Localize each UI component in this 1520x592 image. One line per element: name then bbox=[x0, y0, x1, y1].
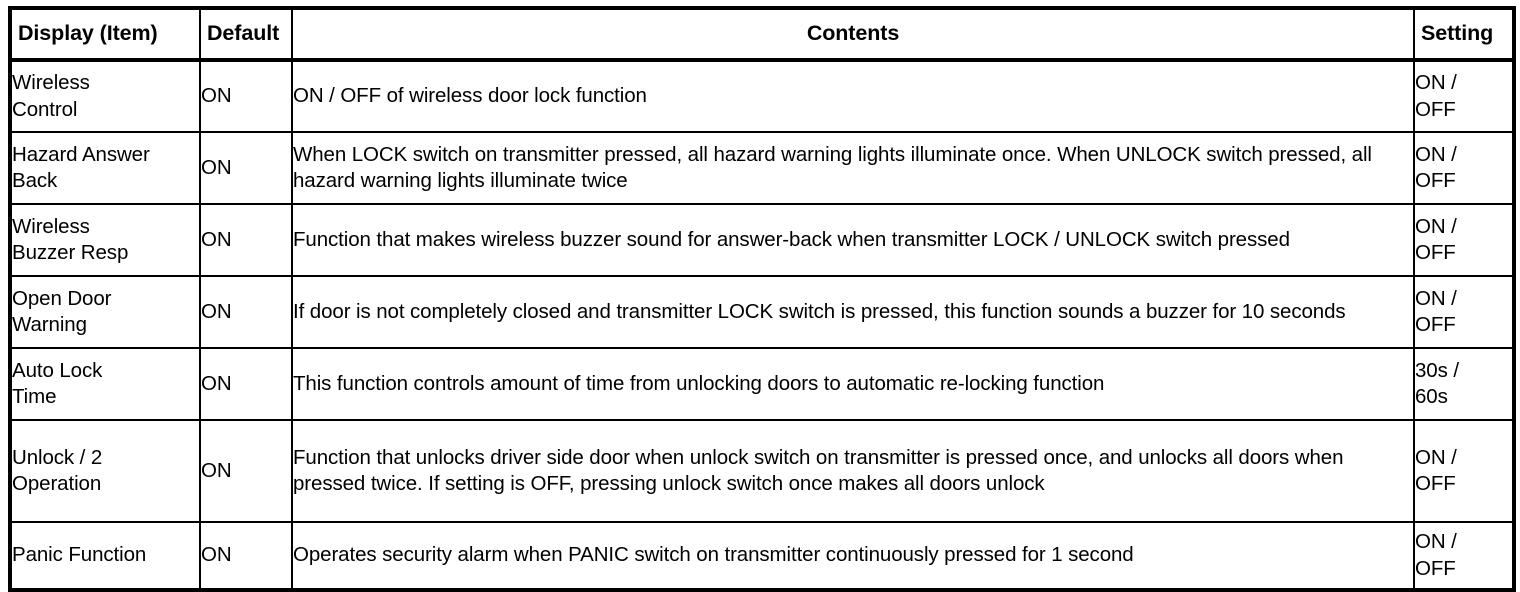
cell-default: ON bbox=[199, 203, 293, 277]
cell-display: Hazard Answer Back bbox=[9, 131, 201, 205]
cell-setting: ON / OFF bbox=[1413, 521, 1515, 591]
cell-contents: If door is not completely closed and tra… bbox=[291, 275, 1415, 349]
cell-setting: ON / OFF bbox=[1413, 59, 1515, 133]
cell-display: Wireless Buzzer Resp bbox=[9, 203, 201, 277]
table-header: Display (Item) Default Contents Setting bbox=[9, 7, 1515, 62]
cell-contents: Function that makes wireless buzzer soun… bbox=[291, 203, 1415, 277]
table-header-row: Display (Item) Default Contents Setting bbox=[9, 7, 1515, 62]
table-row: Open Door Warning ON If door is not comp… bbox=[9, 275, 1515, 349]
vehicle-settings-table: Display (Item) Default Contents Setting … bbox=[8, 6, 1516, 592]
cell-display: Open Door Warning bbox=[9, 275, 201, 349]
table-row: Wireless Control ON ON / OFF of wireless… bbox=[9, 59, 1515, 133]
table-row: Panic Function ON Operates security alar… bbox=[9, 521, 1515, 591]
cell-display: Wireless Control bbox=[9, 59, 201, 133]
cell-default: ON bbox=[199, 131, 293, 205]
cell-setting: ON / OFF bbox=[1413, 131, 1515, 205]
cell-setting: ON / OFF bbox=[1413, 275, 1515, 349]
cell-contents: ON / OFF of wireless door lock function bbox=[291, 59, 1415, 133]
column-header-display: Display (Item) bbox=[9, 7, 201, 62]
cell-display: Panic Function bbox=[9, 521, 201, 591]
cell-default: ON bbox=[199, 419, 293, 523]
table-row: Unlock / 2 Operation ON Function that un… bbox=[9, 419, 1515, 523]
cell-contents: This function controls amount of time fr… bbox=[291, 347, 1415, 421]
table-row: Wireless Buzzer Resp ON Function that ma… bbox=[9, 203, 1515, 277]
cell-default: ON bbox=[199, 275, 293, 349]
cell-setting: 30s / 60s bbox=[1413, 347, 1515, 421]
table-body: Wireless Control ON ON / OFF of wireless… bbox=[9, 59, 1515, 591]
table-row: Hazard Answer Back ON When LOCK switch o… bbox=[9, 131, 1515, 205]
column-header-setting: Setting bbox=[1413, 7, 1515, 62]
cell-contents: Operates security alarm when PANIC switc… bbox=[291, 521, 1415, 591]
column-header-default: Default bbox=[199, 7, 293, 62]
cell-contents: When LOCK switch on transmitter pressed,… bbox=[291, 131, 1415, 205]
table-row: Auto Lock Time ON This function controls… bbox=[9, 347, 1515, 421]
cell-contents: Function that unlocks driver side door w… bbox=[291, 419, 1415, 523]
column-header-contents: Contents bbox=[291, 7, 1415, 62]
cell-default: ON bbox=[199, 347, 293, 421]
cell-display: Auto Lock Time bbox=[9, 347, 201, 421]
cell-default: ON bbox=[199, 521, 293, 591]
cell-default: ON bbox=[199, 59, 293, 133]
cell-display: Unlock / 2 Operation bbox=[9, 419, 201, 523]
cell-setting: ON / OFF bbox=[1413, 203, 1515, 277]
cell-setting: ON / OFF bbox=[1413, 419, 1515, 523]
